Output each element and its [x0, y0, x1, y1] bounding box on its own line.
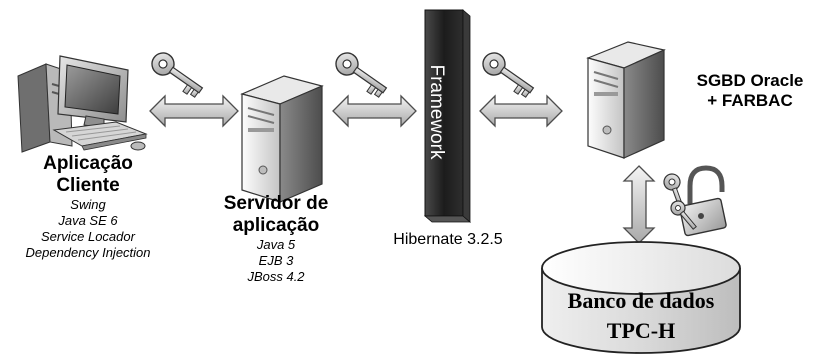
key-icon	[335, 52, 388, 98]
db-server-block: SGBD Oracle + FARBAC	[680, 71, 820, 111]
framework-label: Framework	[426, 64, 447, 160]
bidirectional-arrow-framework-dbserver	[479, 94, 563, 128]
server-icon	[240, 75, 324, 203]
client-detail: Java SE 6	[58, 213, 118, 228]
client-detail: Dependency Injection	[25, 245, 151, 260]
framework-caption: Hibernate 3.2.5	[393, 231, 503, 248]
bidirectional-arrow-dbserver-database	[622, 165, 656, 244]
app-server-detail: EJB 3	[258, 253, 294, 268]
client-block: Aplicação Cliente Swing Java SE 6 Servic…	[0, 153, 176, 261]
client-detail: Swing	[70, 197, 106, 212]
key-icon	[151, 52, 204, 98]
server-icon	[586, 41, 666, 159]
database-icon	[541, 241, 741, 354]
client-title-line2: Cliente	[56, 175, 120, 196]
app-server-block: Servidor de aplicação Java 5 EJB 3 JBoss…	[206, 193, 346, 285]
key-icon	[670, 200, 697, 230]
padlock-icon	[679, 165, 727, 237]
app-server-detail: Java 5	[256, 237, 296, 252]
client-title-line1: Aplicação	[43, 153, 133, 174]
database-label-line1: Banco de dados	[567, 288, 715, 313]
database-label-line2: TPC-H	[606, 318, 676, 343]
bidirectional-arrow-client-server	[149, 94, 239, 128]
computer-icon	[17, 55, 148, 153]
bidirectional-arrow-server-framework	[332, 94, 417, 128]
framework-bar	[423, 9, 472, 223]
db-server-title-line2: + FARBAC	[707, 91, 793, 110]
client-detail: Service Locador	[41, 229, 135, 244]
database-label: Banco de dados TPC-H	[542, 286, 740, 346]
db-server-title-line1: SGBD Oracle	[696, 71, 804, 90]
app-server-detail: JBoss 4.2	[247, 269, 305, 284]
app-server-title-line2: aplicação	[232, 215, 320, 236]
key-icon	[482, 52, 535, 98]
app-server-title-line1: Servidor de	[223, 193, 329, 214]
